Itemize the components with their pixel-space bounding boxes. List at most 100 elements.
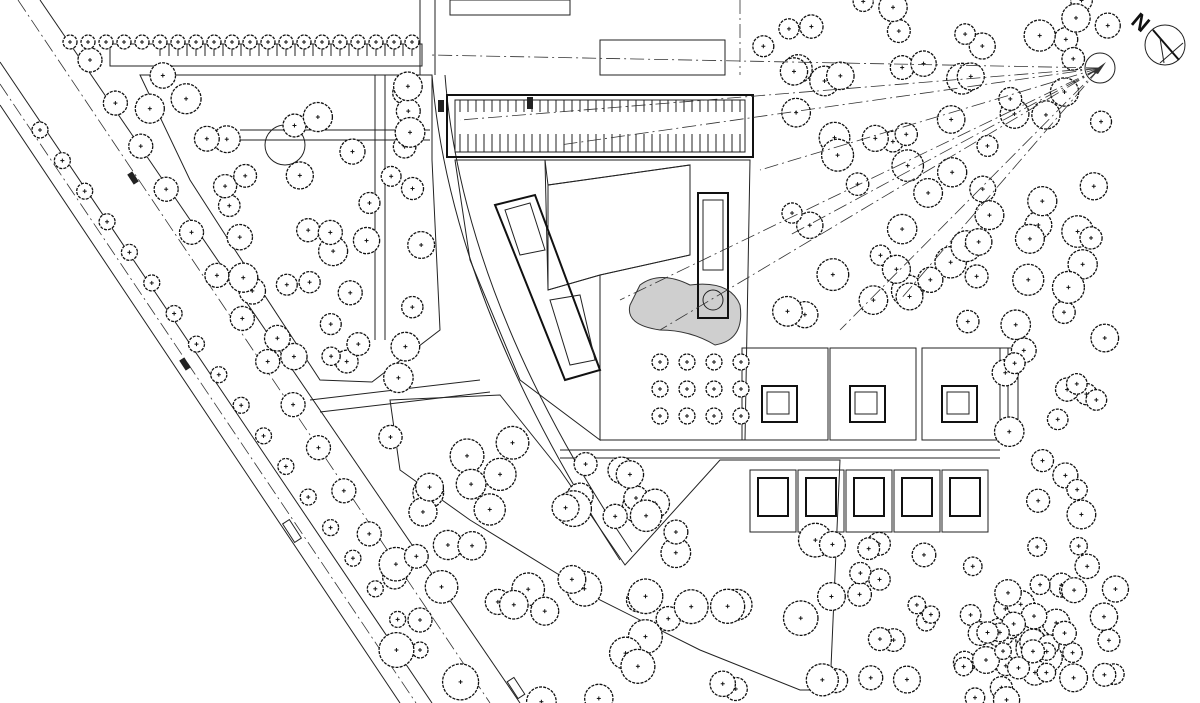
tree-icon [584,683,614,703]
tree-icon [498,589,529,620]
tree-icon [305,435,332,461]
tree-icon [1023,19,1056,52]
tree-icon [816,582,846,611]
tree-icon [98,213,116,231]
tree-icon [525,686,557,703]
tree-icon [332,34,348,50]
trees [31,0,1130,703]
tree-icon [378,546,414,582]
tree-icon [76,182,94,200]
tree-icon [339,138,366,165]
tree-icon [352,226,381,255]
landscape-area-northwest [139,74,441,383]
tree-icon [910,50,937,77]
tree-icon [678,407,696,425]
tree-icon [881,254,912,284]
tree-icon [411,641,429,659]
tree-icon [557,564,587,594]
tree-icon [337,280,363,306]
house-plot [845,469,893,533]
tree-icon [242,34,258,50]
tree-icon [1030,448,1055,473]
tree-icon [889,55,915,81]
tree-icon [212,125,241,154]
tree-icon [128,133,154,159]
tree-icon [77,47,103,73]
tree-icon [212,173,238,199]
tree-icon [282,113,307,138]
tree-icon [895,282,924,311]
tree-icon [1089,110,1113,133]
tree-icon [1079,226,1103,250]
house-units [741,347,1019,533]
tree-icon [732,407,750,425]
tree-icon [408,497,438,527]
tree-icon [415,472,445,502]
tree-icon [778,18,800,40]
view-line [459,67,1101,121]
tree-icon [936,157,968,188]
tree-icon [358,191,381,215]
tree-icon [886,19,911,44]
tree-icon [1066,499,1097,530]
tree-icon [334,349,359,374]
tree-icon [849,561,872,585]
tree-icon [401,295,424,319]
tree-icon [852,0,874,13]
tree-icon [867,626,893,652]
tree-icon [134,34,150,50]
tree-icon [1046,408,1069,431]
tree-icon [1051,270,1086,304]
tree-icon [187,335,206,353]
tree-icon [974,200,1005,231]
tree-icon [994,642,1012,661]
tree-icon [98,34,114,50]
tree-icon [857,537,881,561]
tree-icon [964,228,993,256]
tree-icon [170,83,202,115]
tree-icon [170,34,186,50]
tree-icon [994,579,1022,607]
tree-icon [752,35,775,58]
tree-icon [816,258,850,292]
tree-icon [390,331,421,362]
tree-icon [892,665,921,694]
tree-icon [217,194,241,218]
tree-icon [143,274,161,292]
tree-icon [732,380,750,398]
tree-icon [473,493,506,526]
tree-icon [102,90,129,116]
tree-icon [263,324,291,352]
tree-icon [1061,3,1091,33]
view-lines [429,54,1101,331]
tree-icon [449,438,485,474]
tree-icon [1065,372,1088,395]
tree-icon [386,34,402,50]
tree-icon [651,380,669,398]
north-label: N [1127,8,1155,37]
tree-icon [820,138,855,172]
view-line [759,67,1101,171]
tree-icon [1089,602,1119,631]
tree-icon [224,34,240,50]
tree-icon [992,686,1021,703]
tree-icon [407,230,436,260]
tree-icon [936,105,966,134]
house-plot [749,469,797,533]
tree-icon [976,621,999,644]
tree-icon [403,543,429,569]
tree-icon [378,631,415,669]
tree-icon [1066,478,1088,501]
tree-icon [530,596,560,626]
tree-icon [483,457,517,492]
tree-icon [383,362,414,394]
tree-icon [407,607,433,633]
tree-icon [976,134,999,158]
tree-icon [1074,553,1100,580]
swimming-pool [628,277,742,346]
tree-icon [959,603,982,626]
tree-icon [178,219,205,245]
tree-icon [62,34,78,50]
tree-icon [120,243,139,262]
tree-icon [663,519,689,545]
